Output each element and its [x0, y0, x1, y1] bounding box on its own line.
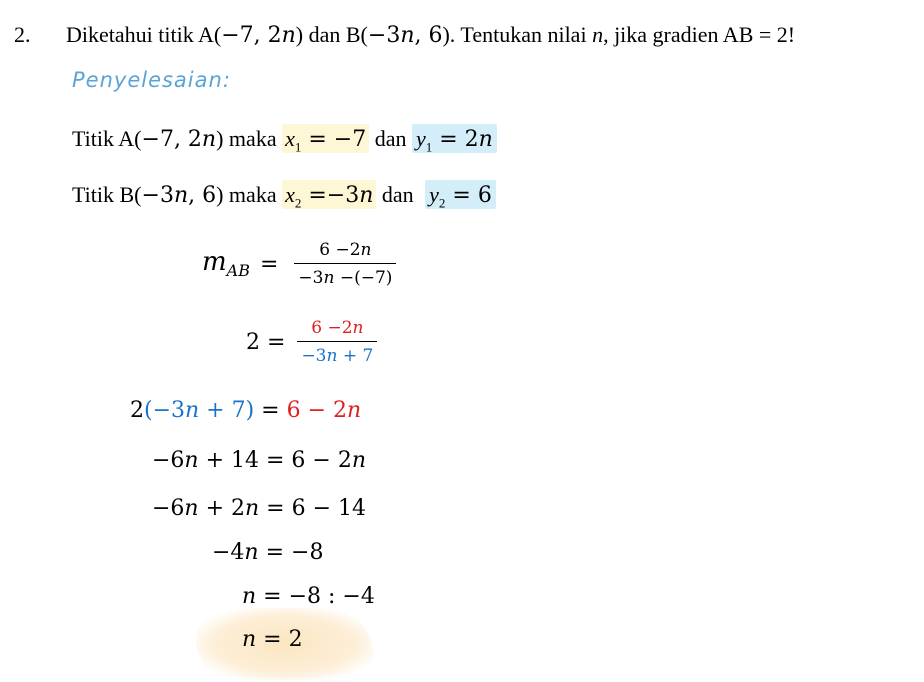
x1-sub: 1 — [294, 139, 302, 155]
eq2-numerator: 6 −2𝑛 — [311, 318, 364, 338]
line1-mid: ) maka — [216, 126, 283, 151]
problem-var: n — [592, 22, 604, 47]
line1-dan: dan — [369, 126, 412, 151]
equation-grouped: −6𝑛 + 2𝑛 = 6 − 14 — [152, 496, 367, 521]
eq2-lhs: 2 = — [246, 329, 286, 355]
answer-highlight — [196, 608, 374, 680]
x2-highlight: x2 =−3𝑛 — [282, 180, 377, 211]
y1-sub: 1 — [425, 139, 433, 155]
problem-text-4: , jika gradien AB = 2! — [603, 22, 796, 47]
problem-statement: Diketahui titik A(−7, 2𝑛) dan B(−3𝑛, 6).… — [66, 22, 795, 48]
eq3-numerator-term: 6 − 2𝑛 — [286, 398, 362, 423]
y1-highlight: y1 = 2𝑛 — [411, 124, 497, 155]
fraction-numerator: 6 −2𝑛 — [319, 240, 372, 260]
gradient-fraction: 6 −2𝑛 −3𝑛 −(−7) — [294, 240, 397, 288]
x2-value: =−3𝑛 — [301, 183, 374, 208]
line1-coord: −7, 2𝑛 — [141, 127, 217, 152]
equation-division: 𝑛 = −8 : −4 — [242, 584, 375, 609]
equals-sign: = — [259, 251, 279, 277]
x2-sub: 2 — [294, 195, 302, 211]
equation-substituted: 2 = 6 −2𝑛 −3𝑛 + 7 — [246, 318, 378, 366]
line2-prefix: Titik B( — [72, 182, 142, 207]
point-b-coord: −3𝑛, 6 — [367, 23, 443, 48]
equation-expanded: −6𝑛 + 14 = 6 − 2𝑛 — [152, 448, 367, 473]
line-point-a: Titik A(−7, 2𝑛) maka x1 = −7 dan y1 = 2𝑛 — [72, 124, 497, 155]
problem-number: 2. — [14, 22, 31, 47]
equation-simplified: −4𝑛 = −8 — [212, 540, 324, 565]
x1-highlight: x1 = −7 — [282, 124, 370, 155]
eq3-denominator-term: (−3𝑛 + 7) — [144, 398, 255, 423]
line-point-b: Titik B(−3𝑛, 6) maka x2 =−3𝑛 dan y2 = 6 — [72, 180, 496, 211]
y2-var: y — [429, 182, 439, 207]
equation-cross-multiply: 2(−3𝑛 + 7) = 6 − 2𝑛 — [130, 398, 361, 423]
line2-mid: ) maka — [216, 182, 283, 207]
y1-var: y — [415, 126, 426, 151]
y2-sub: 2 — [438, 195, 446, 211]
x2-var: x — [285, 182, 295, 207]
y1-value: = 2𝑛 — [432, 127, 493, 152]
line2-dan: dan — [376, 182, 420, 207]
line2-coord: −3𝑛, 6 — [141, 183, 217, 208]
problem-text-2: ) dan B( — [295, 22, 368, 47]
eq3-equals: = — [254, 398, 287, 423]
equation-gradient-formula: 𝑚𝐴𝐵 = 6 −2𝑛 −3𝑛 −(−7) — [202, 240, 397, 288]
fraction-denominator: −3𝑛 −(−7) — [294, 263, 397, 288]
gradient-symbol: 𝑚𝐴𝐵 — [202, 247, 250, 281]
eq2-denominator: −3𝑛 + 7 — [297, 341, 378, 366]
y2-highlight: y2 = 6 — [425, 180, 496, 211]
problem-text-1: Diketahui titik A( — [66, 22, 222, 47]
x1-value: = −7 — [301, 127, 367, 152]
problem-text-3: ). Tentukan nilai — [442, 22, 593, 47]
point-a-coord: −7, 2𝑛 — [221, 23, 296, 48]
line1-prefix: Titik A( — [72, 126, 142, 151]
x1-var: x — [285, 126, 295, 151]
solution-heading: Penyelesaian: — [72, 68, 231, 92]
eq3-factor: 2 — [130, 398, 144, 423]
equation-answer: 𝑛 = 2 — [242, 627, 303, 652]
eq2-fraction: 6 −2𝑛 −3𝑛 + 7 — [297, 318, 378, 366]
y2-value: = 6 — [445, 183, 492, 208]
